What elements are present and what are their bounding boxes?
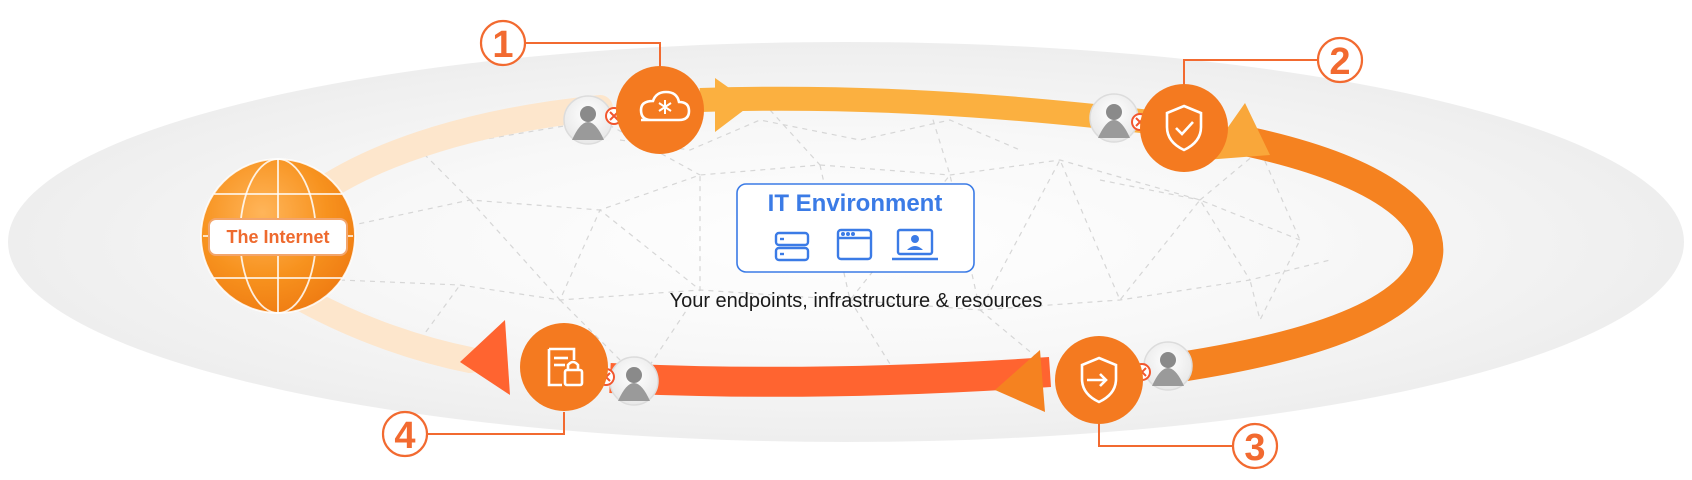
shield-login-icon (1080, 356, 1118, 404)
shield-check-icon (1165, 104, 1203, 152)
step-4: 4 (381, 323, 659, 458)
blocked-hacker-1 (563, 95, 623, 145)
server-icon (774, 231, 810, 262)
step-3-number: 3 (1244, 427, 1265, 469)
arc-internet-to-step1 (302, 95, 613, 208)
browser-window-icon (836, 228, 873, 261)
blocked-hacker-3 (1133, 341, 1193, 391)
it-environment-caption: Your endpoints, infrastructure & resourc… (670, 290, 1043, 312)
arrowhead-step3 (995, 350, 1045, 412)
arc-step2-to-step3 (1157, 127, 1444, 385)
it-environment-title: IT Environment (768, 190, 943, 217)
document-lock-icon (547, 347, 584, 387)
internet-label: The Internet (226, 227, 329, 247)
step-1: 1 (479, 19, 704, 154)
callout-line-3 (1098, 420, 1233, 447)
blocked-hacker-4 (597, 356, 659, 406)
arc-step4-to-internet (292, 287, 483, 373)
laptop-user-icon (892, 228, 938, 261)
arc-step1-to-step2 (699, 86, 1152, 134)
callout-line-1 (525, 42, 661, 72)
arrowhead-step4 (460, 320, 510, 395)
step-1-number: 1 (492, 24, 513, 66)
arrowhead-step1 (715, 78, 752, 132)
cloud-icon (639, 90, 691, 122)
internet-globe: The Internet (200, 158, 356, 314)
callout-line-2 (1183, 59, 1318, 88)
callout-line-4 (427, 412, 565, 435)
arc-step3-to-step4 (609, 357, 1051, 397)
step-4-number: 4 (394, 415, 415, 457)
it-environment-box: IT Environment (736, 183, 975, 273)
step-3: 3 (1055, 336, 1279, 470)
step-2-number: 2 (1329, 41, 1350, 83)
step-2: 2 (1089, 36, 1364, 172)
